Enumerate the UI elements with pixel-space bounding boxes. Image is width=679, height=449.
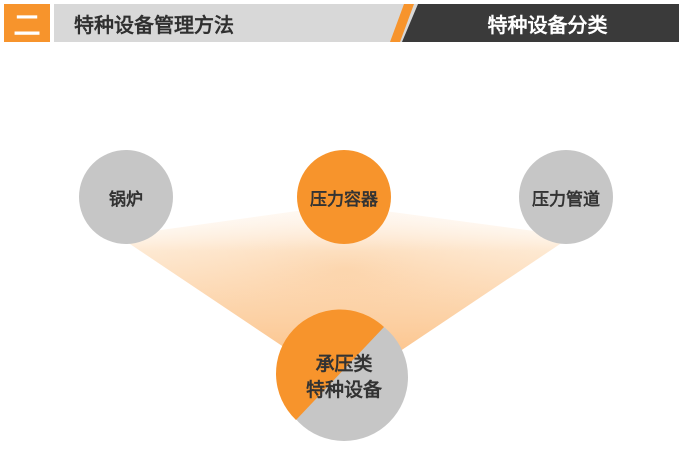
- header-bar: 二 特种设备管理方法 特种设备分类: [0, 0, 679, 48]
- node-boiler: [79, 150, 173, 244]
- center-node-label: 承压类 特种设备: [280, 313, 408, 441]
- page-title: 特种设备管理方法: [74, 12, 234, 37]
- node-center-orange-part: [276, 309, 384, 420]
- header-background: [4, 4, 679, 42]
- node-pressure-vessel: [297, 150, 391, 244]
- title-bar: [54, 4, 419, 42]
- section-number-box: [4, 4, 50, 42]
- node-label-boiler: 锅炉: [109, 189, 143, 210]
- header-accent-stripe: [390, 4, 414, 42]
- node-label-pressure-pipe: 压力管道: [532, 189, 600, 210]
- subtitle-bar: [402, 4, 679, 42]
- section-subtitle: 特种设备分类: [487, 12, 608, 37]
- section-number: 二: [13, 10, 41, 42]
- fan-glow: [118, 205, 572, 388]
- center-label-line2: 特种设备: [305, 379, 382, 401]
- center-label-line1: 承压类: [315, 353, 373, 375]
- node-pressure-pipe: [519, 150, 613, 244]
- node-label-pressure-vessel: 压力容器: [310, 189, 378, 210]
